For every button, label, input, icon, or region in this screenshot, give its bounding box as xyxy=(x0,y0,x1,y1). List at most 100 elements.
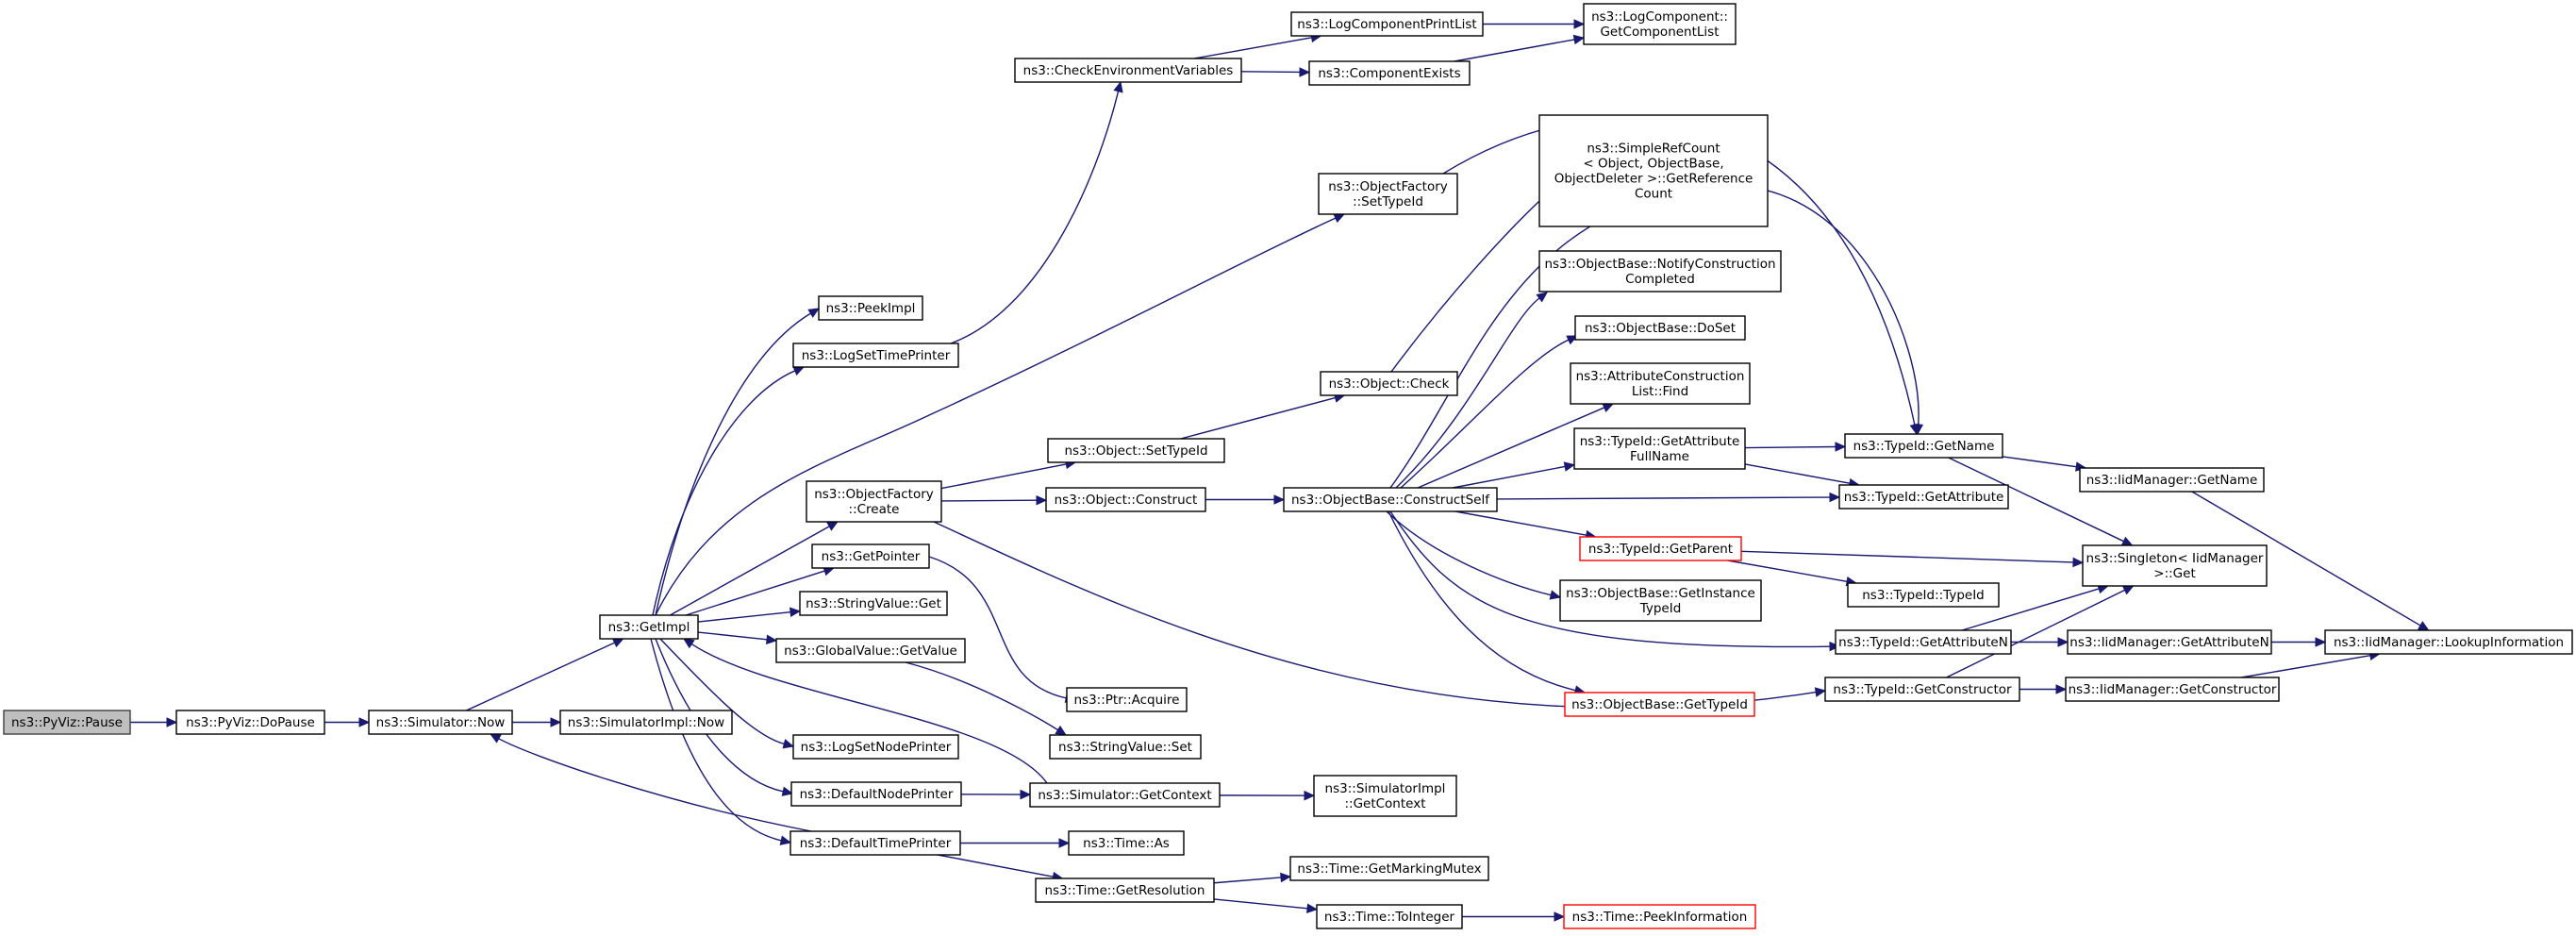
node-time-getmarkingmutex[interactable]: ns3::Time::GetMarkingMutex xyxy=(1289,856,1489,881)
node-objfactory-create[interactable]: ns3::ObjectFactory::Create xyxy=(806,480,942,523)
node-box[interactable] xyxy=(1290,11,1484,37)
node-box[interactable] xyxy=(1838,484,2009,510)
node-box[interactable] xyxy=(1066,687,1188,712)
node-simimpl-now[interactable]: ns3::SimulatorImpl::Now xyxy=(559,710,733,735)
node-dopause[interactable]: ns3::PyViz::DoPause xyxy=(175,710,325,735)
node-box[interactable] xyxy=(806,480,942,523)
node-box[interactable] xyxy=(1559,579,1762,622)
node-logcompprintlist[interactable]: ns3::LogComponentPrintList xyxy=(1290,11,1484,37)
node-iid-getconstructor[interactable]: ns3::IidManager::GetConstructor xyxy=(2065,677,2280,702)
node-peekimpl[interactable]: ns3::PeekImpl xyxy=(818,295,923,321)
node-getpointer[interactable]: ns3::GetPointer xyxy=(811,543,930,569)
node-globalvalue-getvalue[interactable]: ns3::GlobalValue::GetValue xyxy=(775,638,966,663)
node-box[interactable] xyxy=(1045,487,1206,512)
node-time-getresolution[interactable]: ns3::Time::GetResolution xyxy=(1035,878,1215,903)
node-object-construct[interactable]: ns3::Object::Construct xyxy=(1045,487,1206,512)
node-typeid-getparent[interactable]: ns3::TypeId::GetParent xyxy=(1579,536,1742,561)
node-typeid-getattributen[interactable]: ns3::TypeId::GetAttributeN xyxy=(1835,629,2012,655)
node-box[interactable] xyxy=(1564,692,1755,717)
node-box[interactable] xyxy=(1049,734,1202,760)
node-ptr-acquire[interactable]: ns3::Ptr::Acquire xyxy=(1066,687,1188,712)
node-box[interactable] xyxy=(2082,544,2268,587)
node-box[interactable] xyxy=(1014,58,1242,83)
node-box[interactable] xyxy=(2067,629,2272,655)
node-notifyconstruction[interactable]: ns3::ObjectBase::NotifyConstructionCompl… xyxy=(1538,250,1782,292)
node-box[interactable] xyxy=(3,710,131,735)
node-logsetnodeprinter[interactable]: ns3::LogSetNodePrinter xyxy=(792,734,959,760)
node-typeid-typeid[interactable]: ns3::TypeId::TypeId xyxy=(1847,582,2000,608)
node-defaultnodeprinter[interactable]: ns3::DefaultNodePrinter xyxy=(790,781,962,807)
node-pause[interactable]: ns3::PyViz::Pause xyxy=(3,710,131,735)
node-box[interactable] xyxy=(792,343,959,368)
node-singleton-get[interactable]: ns3::Singleton< IidManager>::Get xyxy=(2082,544,2268,587)
node-sim-now[interactable]: ns3::Simulator::Now xyxy=(368,710,513,735)
node-iid-getname[interactable]: ns3::IidManager::GetName xyxy=(2079,467,2265,493)
node-constructself[interactable]: ns3::ObjectBase::ConstructSelf xyxy=(1283,487,1498,512)
node-compexists[interactable]: ns3::ComponentExists xyxy=(1308,60,1471,86)
node-box[interactable] xyxy=(1579,536,1742,561)
node-checkenv[interactable]: ns3::CheckEnvironmentVariables xyxy=(1014,58,1242,83)
node-doset[interactable]: ns3::ObjectBase::DoSet xyxy=(1574,315,1746,341)
node-box[interactable] xyxy=(818,295,923,321)
node-box[interactable] xyxy=(1318,173,1458,215)
node-box[interactable] xyxy=(559,710,733,735)
node-box[interactable] xyxy=(1029,782,1221,808)
node-time-tointeger[interactable]: ns3::Time::ToInteger xyxy=(1316,904,1463,929)
node-box[interactable] xyxy=(1035,878,1215,903)
node-box[interactable] xyxy=(175,710,325,735)
node-typeid-getname[interactable]: ns3::TypeId::GetName xyxy=(1844,433,2003,459)
node-box[interactable] xyxy=(2079,467,2265,493)
node-box[interactable] xyxy=(792,734,959,760)
node-time-peekinformation[interactable]: ns3::Time::PeekInformation xyxy=(1563,904,1756,929)
node-logsettimeprinter[interactable]: ns3::LogSetTimePrinter xyxy=(792,343,959,368)
node-getcomplist[interactable]: ns3::LogComponent::GetComponentList xyxy=(1583,3,1737,45)
node-box[interactable] xyxy=(1313,775,1457,817)
node-box[interactable] xyxy=(1068,830,1185,856)
node-box[interactable] xyxy=(1574,315,1746,341)
node-box[interactable] xyxy=(1563,904,1756,929)
node-object-settypeid[interactable]: ns3::Object::SetTypeId xyxy=(1047,438,1225,463)
node-time-as[interactable]: ns3::Time::As xyxy=(1068,830,1185,856)
node-box[interactable] xyxy=(599,614,699,640)
node-box[interactable] xyxy=(1844,433,2003,459)
node-objectbase-gettypeid[interactable]: ns3::ObjectBase::GetTypeId xyxy=(1564,692,1755,717)
node-getimpl[interactable]: ns3::GetImpl xyxy=(599,614,699,640)
node-box[interactable] xyxy=(1573,427,1746,470)
node-sim-getcontext[interactable]: ns3::Simulator::GetContext xyxy=(1029,782,1221,808)
node-iid-getattributen[interactable]: ns3::IidManager::GetAttributeN xyxy=(2067,629,2272,655)
node-simimpl-getcontext[interactable]: ns3::SimulatorImpl::GetContext xyxy=(1313,775,1457,817)
node-box[interactable] xyxy=(1320,371,1458,396)
node-box[interactable] xyxy=(1835,629,2012,655)
node-box[interactable] xyxy=(1570,362,1751,405)
node-box[interactable] xyxy=(1308,60,1471,86)
node-box[interactable] xyxy=(1538,114,1769,227)
node-stringvalue-set[interactable]: ns3::StringValue::Set xyxy=(1049,734,1202,760)
node-box[interactable] xyxy=(1538,250,1782,292)
node-box[interactable] xyxy=(775,638,966,663)
node-typeid-getattribute[interactable]: ns3::TypeId::GetAttribute xyxy=(1838,484,2009,510)
node-objfactory-settypeid[interactable]: ns3::ObjectFactory::SetTypeId xyxy=(1318,173,1458,215)
node-box[interactable] xyxy=(1316,904,1463,929)
node-box[interactable] xyxy=(799,591,948,616)
node-box[interactable] xyxy=(368,710,513,735)
node-box[interactable] xyxy=(1847,582,2000,608)
node-box[interactable] xyxy=(789,830,961,856)
node-box[interactable] xyxy=(811,543,930,569)
node-box[interactable] xyxy=(2324,629,2573,655)
node-box[interactable] xyxy=(1047,438,1225,463)
node-defaulttimeprinter[interactable]: ns3::DefaultTimePrinter xyxy=(789,830,961,856)
node-box[interactable] xyxy=(1289,856,1489,881)
node-object-check[interactable]: ns3::Object::Check xyxy=(1320,371,1458,396)
node-box[interactable] xyxy=(2065,677,2280,702)
node-box[interactable] xyxy=(790,781,962,807)
node-iid-lookup[interactable]: ns3::IidManager::LookupInformation xyxy=(2324,629,2573,655)
node-stringvalue-get[interactable]: ns3::StringValue::Get xyxy=(799,591,948,616)
node-typeid-getconstructor[interactable]: ns3::TypeId::GetConstructor xyxy=(1824,677,2020,702)
node-box[interactable] xyxy=(1283,487,1498,512)
node-box[interactable] xyxy=(1583,3,1737,45)
node-simplerefcount[interactable]: ns3::SimpleRefCount< Object, ObjectBase,… xyxy=(1538,114,1769,227)
node-box[interactable] xyxy=(1824,677,2020,702)
